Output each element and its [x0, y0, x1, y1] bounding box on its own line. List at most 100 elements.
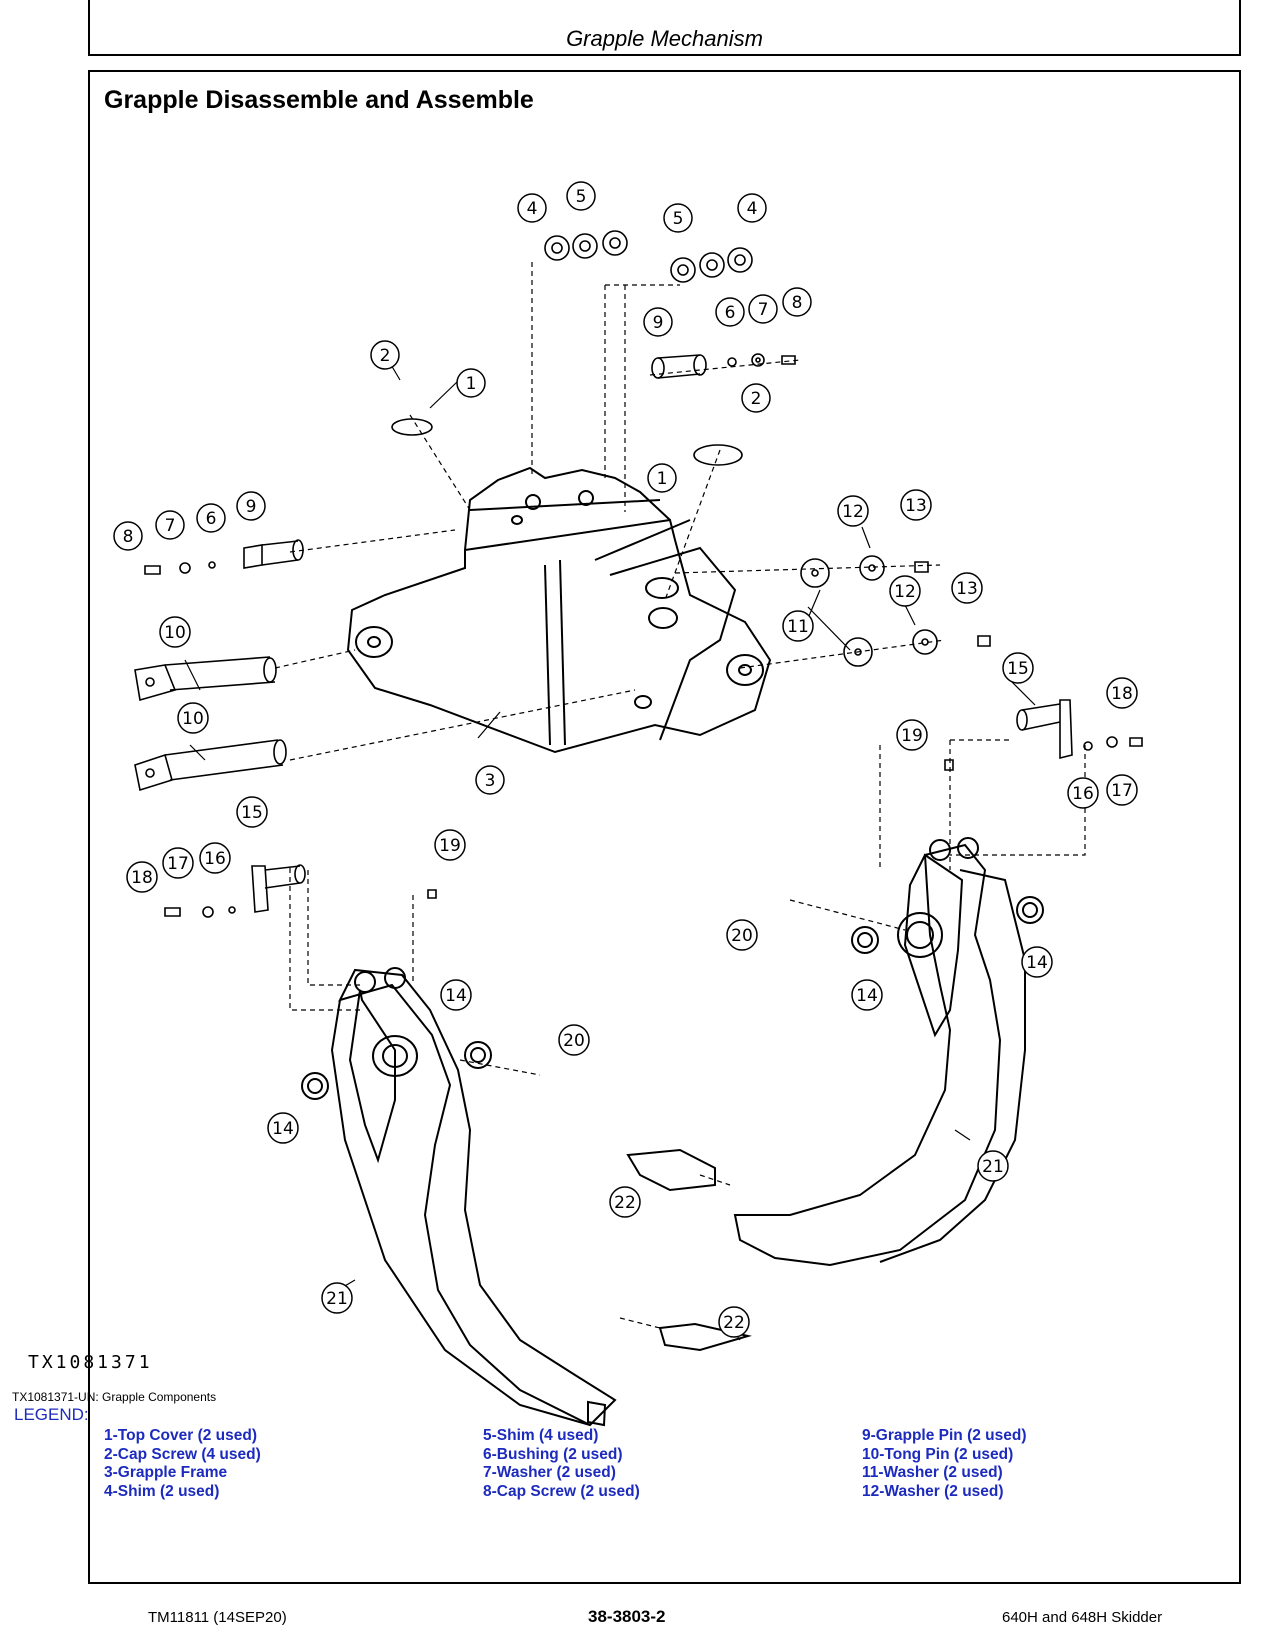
callout-number: 19	[439, 836, 461, 856]
callout-number: 19	[901, 726, 923, 746]
callout-number: 1	[657, 469, 668, 489]
footer-manual-id: TM11811 (14SEP20)	[148, 1609, 287, 1626]
callout-balloon	[267, 1112, 299, 1144]
callout-number: 4	[747, 199, 758, 219]
callout-number: 14	[1026, 953, 1048, 973]
content-box: Grapple Disassemble and Assemble	[88, 70, 1241, 1584]
figure-caption: TX1081371-UN: Grapple Components	[12, 1390, 217, 1404]
callout-number: 15	[1007, 659, 1029, 679]
legend-item: 2-Cap Screw (4 used)	[104, 1445, 261, 1463]
callout-balloon	[951, 572, 983, 604]
callout-number: 13	[905, 496, 927, 516]
legend-item: 3-Grapple Frame	[104, 1464, 228, 1481]
callout-balloon	[434, 829, 466, 861]
callout-balloon	[782, 610, 814, 642]
callout-number: 22	[723, 1313, 745, 1333]
callout-number: 13	[956, 579, 978, 599]
callout-number: 12	[842, 502, 864, 522]
legend-item: 1-Top Cover (2 used)	[104, 1427, 258, 1444]
legend-item: 5-Shim (4 used)	[483, 1427, 599, 1444]
callout-balloon	[1021, 946, 1053, 978]
callout-balloon	[715, 297, 745, 327]
callout-balloon	[370, 340, 400, 370]
callout-number: 10	[182, 709, 204, 729]
callout-balloon	[159, 616, 191, 648]
callout-balloon	[643, 307, 673, 337]
callout-number: 8	[792, 293, 803, 313]
figure-id: TX1081371	[28, 1352, 153, 1373]
callout-number: 11	[787, 617, 809, 637]
callout-number: 6	[725, 303, 736, 323]
callout-number: 16	[204, 849, 226, 869]
callout-balloon	[718, 1306, 750, 1338]
callout-balloon	[196, 503, 226, 533]
callout-balloon	[647, 463, 677, 493]
shims	[544, 230, 753, 283]
callout-balloon	[1106, 677, 1138, 709]
callout-balloon	[837, 495, 869, 527]
callout-number: 2	[751, 389, 762, 409]
grapple-frame	[346, 466, 772, 754]
callout-number: 14	[856, 986, 878, 1006]
footer-page-number: 38-3803-2	[588, 1607, 666, 1626]
callout-balloon	[889, 575, 921, 607]
legend-item: 8-Cap Screw (2 used)	[483, 1482, 640, 1500]
callout-number: 1	[466, 374, 477, 394]
callout-balloon	[609, 1186, 641, 1218]
callout-number: 7	[165, 516, 176, 536]
callout-number: 20	[731, 926, 753, 946]
callout-number: 12	[894, 582, 916, 602]
callout-balloon	[1002, 652, 1034, 684]
callout-number: 10	[164, 623, 186, 643]
callout-number: 8	[123, 527, 134, 547]
callout-number: 17	[167, 854, 189, 874]
callout-number: 14	[272, 1119, 294, 1139]
callout-balloon	[177, 702, 209, 734]
callout-balloon	[851, 979, 883, 1011]
callout-balloon	[566, 181, 596, 211]
callout-balloons: 1 1 2 2 3 4 4 5 5 6 6 7 7 8 8	[113, 181, 1138, 1338]
callout-number: 22	[614, 1193, 636, 1213]
callout-number: 4	[527, 199, 538, 219]
callout-balloon	[456, 368, 486, 398]
callout-number: 21	[982, 1157, 1004, 1177]
legend-item: 9-Grapple Pin (2 used)	[862, 1427, 1027, 1444]
callout-number: 17	[1111, 781, 1133, 801]
callout-balloon	[321, 1282, 353, 1314]
callout-number: 18	[131, 868, 153, 888]
callout-balloon	[977, 1150, 1009, 1182]
legend-item: 4-Shim (2 used)	[104, 1482, 220, 1500]
callout-number: 5	[673, 209, 684, 229]
callout-balloon	[1067, 777, 1099, 809]
callout-balloon	[558, 1024, 590, 1056]
legend-title: LEGEND:	[14, 1405, 89, 1424]
header-box: Grapple Mechanism	[88, 0, 1241, 56]
callout-balloon	[741, 383, 771, 413]
callout-balloon	[782, 287, 812, 317]
callout-number: 9	[246, 497, 257, 517]
callout-balloon	[748, 294, 778, 324]
callout-number: 5	[576, 187, 587, 207]
callout-number: 14	[445, 986, 467, 1006]
callout-number: 15	[241, 803, 263, 823]
legend-item: 12-Washer (2 used)	[862, 1482, 1004, 1500]
pins-and-hardware	[134, 353, 1143, 918]
page-heading: Grapple Disassemble and Assemble	[104, 86, 534, 114]
callout-balloon	[440, 979, 472, 1011]
callout-number: 16	[1072, 784, 1094, 804]
callout-balloon	[726, 919, 758, 951]
footer-model: 640H and 648H Skidder	[1002, 1609, 1163, 1626]
legend-item: 6-Bushing (2 used)	[483, 1445, 623, 1463]
callout-number: 20	[563, 1031, 585, 1051]
callout-number: 2	[380, 346, 391, 366]
legend-item: 7-Washer (2 used)	[483, 1464, 616, 1481]
callout-number: 3	[485, 771, 496, 791]
callout-balloon	[162, 847, 194, 879]
callout-balloon	[900, 489, 932, 521]
legend-column-3: 9-Grapple Pin (2 used) 10-Tong Pin (2 us…	[862, 1427, 1027, 1501]
callout-balloon	[199, 842, 231, 874]
tong-right	[626, 837, 1044, 1267]
callout-balloon	[236, 796, 268, 828]
leader-lines	[184, 262, 1086, 1341]
